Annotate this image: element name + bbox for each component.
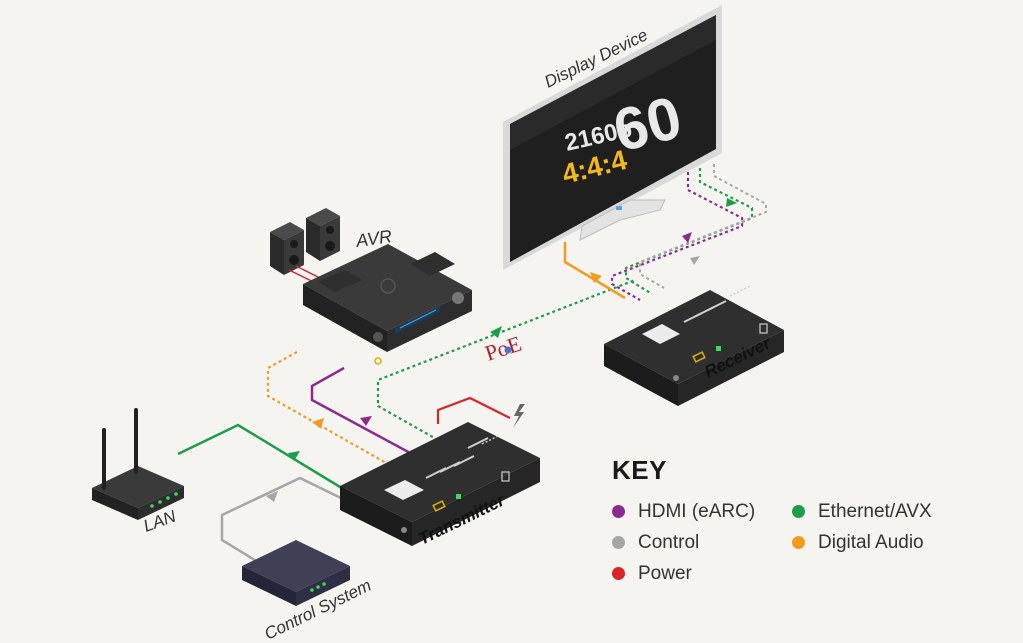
transmitter-device <box>340 422 540 546</box>
arrow-control-display <box>690 256 700 265</box>
legend-label: Ethernet/AVX <box>818 500 932 522</box>
label-poe: PoE <box>482 331 525 366</box>
legend-row: Control Digital Audio <box>612 527 972 558</box>
cable-control-system <box>220 476 346 564</box>
legend-label: Digital Audio <box>818 531 924 553</box>
cable-hdmi-avr <box>310 366 413 456</box>
arrow-ethernet-link <box>490 326 502 338</box>
legend-dot <box>792 536 805 549</box>
poe-dot <box>504 346 512 354</box>
cable-power <box>436 396 511 424</box>
legend-item-power: Power <box>612 558 792 589</box>
receiver-device <box>604 285 784 406</box>
arrow-hdmi-avr <box>360 416 372 426</box>
legend-label: Power <box>638 562 692 584</box>
legend-label: Control <box>638 531 700 553</box>
legend-dot <box>612 505 625 518</box>
display-device: 2160p 4:4:4 60 <box>503 5 722 270</box>
legend-dot <box>612 567 625 580</box>
cable-audio-avr <box>266 351 396 469</box>
legend-label: HDMI (eARC) <box>638 500 756 522</box>
cable-control-display <box>639 164 767 289</box>
cable-audio-display <box>563 242 626 300</box>
arrow-hdmi-display <box>682 232 692 243</box>
arrow-audio-display <box>590 272 602 283</box>
cable-ethernet-lan <box>177 423 346 492</box>
arrow-ethernet-display <box>726 198 737 207</box>
avr-device <box>303 244 472 365</box>
legend-item-audio: Digital Audio <box>792 527 924 558</box>
legend-row: Power <box>612 558 972 589</box>
control-system-device <box>242 540 350 606</box>
legend-item-hdmi: HDMI (eARC) <box>612 496 792 527</box>
legend-item-ethernet: Ethernet/AVX <box>792 496 932 527</box>
screen-fps: 60 <box>607 83 688 164</box>
legend-title: KEY <box>612 455 667 485</box>
legend-dot <box>612 536 625 549</box>
legend: KEY HDMI (eARC) Ethernet/AVX Control Dig… <box>612 455 972 589</box>
arrow-ethernet-lan <box>288 451 300 461</box>
legend-item-control: Control <box>612 527 792 558</box>
legend-dot <box>792 505 805 518</box>
legend-row: HDMI (eARC) Ethernet/AVX <box>612 496 972 527</box>
cable-ethernet-display <box>624 168 754 295</box>
power-bolt-icon <box>513 404 525 428</box>
speaker-left <box>270 222 304 275</box>
cable-hdmi-display <box>610 172 744 301</box>
speaker-right <box>306 208 340 261</box>
arrow-control-system <box>266 491 278 502</box>
router-device <box>92 408 184 520</box>
arrow-audio-avr <box>312 418 324 429</box>
